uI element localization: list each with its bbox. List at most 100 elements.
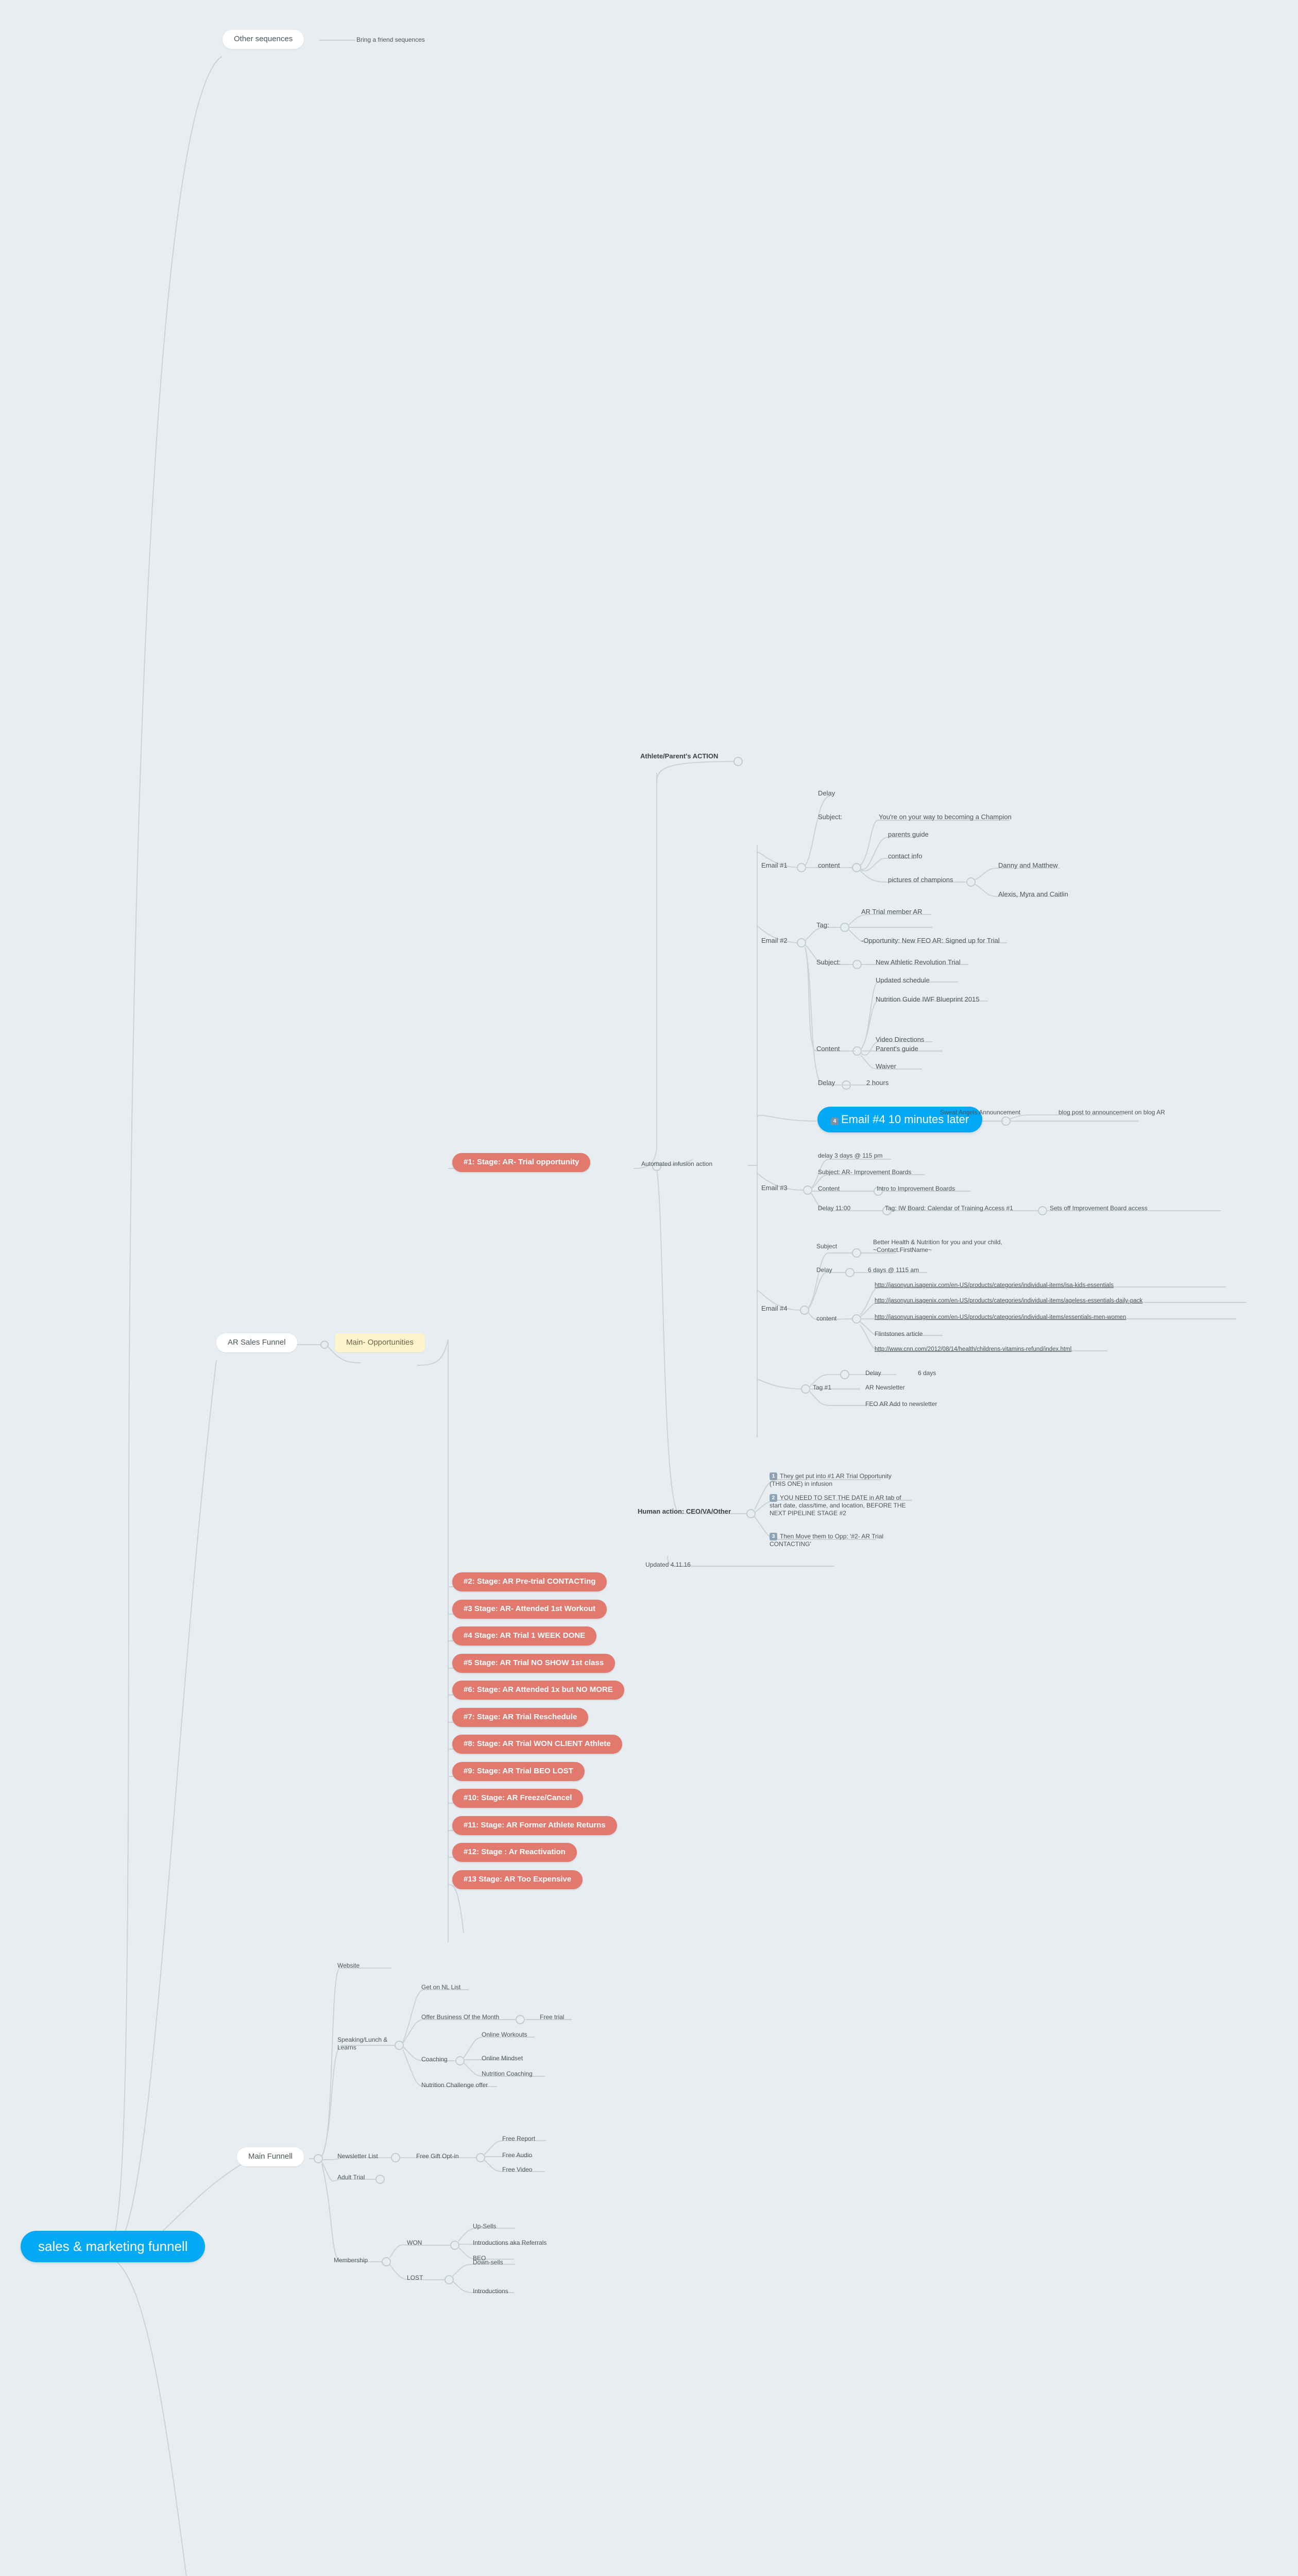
node-main-opportunities[interactable]: Main- Opportunities bbox=[335, 1333, 425, 1352]
node-email-4[interactable]: Email #4 bbox=[761, 1304, 788, 1312]
node-email4-subject-label[interactable]: Subject bbox=[816, 1243, 838, 1250]
node-email4-subject-value[interactable]: Better Health & Nutrition for you and yo… bbox=[873, 1239, 1002, 1253]
node-email2-subject-value[interactable]: New Athletic Revolution Trial bbox=[876, 958, 961, 966]
node-blog-post-announcement[interactable]: blog post to announcement on blog AR bbox=[1058, 1109, 1165, 1116]
stage-node-5[interactable]: #5 Stage: AR Trial NO SHOW 1st class bbox=[452, 1654, 616, 1673]
stage-node-2[interactable]: #2: Stage: AR Pre-trial CONTACTing bbox=[452, 1572, 607, 1591]
node-down-sells[interactable]: Down-sells bbox=[473, 2259, 503, 2266]
node-human-action[interactable]: Human action: CEO/VA/Other bbox=[638, 1507, 731, 1515]
node-email1-content-label[interactable]: content bbox=[818, 861, 840, 869]
node-champion-names-2[interactable]: Alexis, Myra and Caitlin bbox=[998, 890, 1068, 898]
node-champion-names-1[interactable]: Danny and Matthew bbox=[998, 861, 1058, 869]
node-email2-content-label[interactable]: Content bbox=[816, 1045, 840, 1053]
node-email2-tag-1[interactable]: AR Trial member AR bbox=[861, 908, 923, 916]
node-offer-business-of-the-month[interactable]: Offer Business Of the Month bbox=[421, 2013, 500, 2021]
node-email-1[interactable]: Email #1 bbox=[761, 861, 788, 869]
node-online-mindset[interactable]: Online Mindset bbox=[482, 2055, 523, 2062]
stage-node-1[interactable]: #1: Stage: AR- Trial opportunity bbox=[452, 1153, 591, 1172]
node-main-funnel[interactable]: Main Funnell bbox=[237, 2147, 304, 2166]
stage-node-8[interactable]: #8: Stage: AR Trial WON CLIENT Athlete bbox=[452, 1735, 622, 1754]
node-email2-content-2[interactable]: Nutrition Guide IWF Blueprint 2015 bbox=[876, 995, 980, 1003]
node-tag1-delay-value[interactable]: 6 days bbox=[918, 1369, 936, 1377]
node-ar-sales-funnel[interactable]: AR Sales Funnel bbox=[216, 1333, 297, 1352]
stage-node-13[interactable]: #13 Stage: AR Too Expensive bbox=[452, 1870, 583, 1889]
node-website[interactable]: Website bbox=[337, 1962, 360, 1969]
node-introductions[interactable]: Introductions bbox=[473, 2287, 508, 2295]
node-beo[interactable]: BEO bbox=[473, 2255, 486, 2262]
node-get-on-nl-list[interactable]: Get on NL List bbox=[421, 1984, 461, 1991]
node-tag-1[interactable]: Tag #1 bbox=[813, 1384, 832, 1391]
node-other-sequences[interactable]: Other sequences bbox=[223, 30, 304, 49]
node-email2-content-1[interactable]: Updated schedule bbox=[876, 976, 930, 984]
node-email1-delay-label[interactable]: Delay bbox=[818, 789, 835, 797]
node-won[interactable]: WON bbox=[407, 2239, 422, 2246]
node-membership[interactable]: Membership bbox=[334, 2257, 368, 2264]
node-email-2[interactable]: Email #2 bbox=[761, 937, 788, 944]
node-free-trial[interactable]: Free trial bbox=[540, 2013, 565, 2021]
node-email2-content-5[interactable]: Waiver bbox=[876, 1062, 896, 1070]
stage-node-10[interactable]: #10: Stage: AR Freeze/Cancel bbox=[452, 1789, 584, 1808]
node-root[interactable]: sales & marketing funnell bbox=[21, 2231, 206, 2262]
node-email2-tag-2[interactable]: -Opportunity: New FEO AR: Signed up for … bbox=[861, 937, 1000, 944]
node-tag1-delay-label[interactable]: Delay bbox=[865, 1369, 881, 1377]
node-email1-content-2[interactable]: contact info bbox=[888, 852, 923, 860]
node-sweat-angels-announcement[interactable]: Sweat Angels Announcement bbox=[940, 1109, 1021, 1116]
node-email2-subject-label[interactable]: Subject: bbox=[816, 958, 841, 966]
node-email2-content-4[interactable]: Video Directions bbox=[876, 1036, 925, 1043]
node-email4-delay-label[interactable]: Delay bbox=[816, 1266, 832, 1274]
node-free-report[interactable]: Free Report bbox=[502, 2135, 536, 2142]
node-email1-subject-label[interactable]: Subject: bbox=[818, 813, 842, 821]
node-speaking-lunch-learns[interactable]: Speaking/Lunch & Learns bbox=[337, 2036, 388, 2051]
node-lost[interactable]: LOST bbox=[407, 2274, 423, 2281]
node-email1-content-3[interactable]: pictures of champions bbox=[888, 876, 953, 884]
node-email3-content-label[interactable]: Content bbox=[818, 1185, 840, 1192]
stage-node-7[interactable]: #7: Stage: AR Trial Reschedule bbox=[452, 1708, 589, 1727]
stage-node-9[interactable]: #9: Stage: AR Trial BEO LOST bbox=[452, 1762, 585, 1781]
node-email4-content-label[interactable]: content bbox=[816, 1315, 837, 1322]
node-email2-delay-value[interactable]: 2 hours bbox=[866, 1079, 889, 1087]
node-email2-content-3[interactable]: Parent's guide bbox=[876, 1045, 918, 1053]
node-online-workouts[interactable]: Online Workouts bbox=[482, 2031, 527, 2038]
node-automated-infusion-action[interactable]: Automated infusion action bbox=[641, 1160, 713, 1167]
node-tag1-feo-newsletter[interactable]: FEO AR Add to newsletter bbox=[865, 1400, 937, 1408]
node-email4-link-1[interactable]: http://jasonyun.isagenix.com/en-US/produ… bbox=[875, 1282, 1114, 1289]
node-email3-delay-top[interactable]: delay 3 days @ 115 pm bbox=[818, 1152, 883, 1159]
node-email-3[interactable]: Email #3 bbox=[761, 1184, 788, 1192]
node-free-video[interactable]: Free Video bbox=[502, 2166, 533, 2173]
node-athlete-parent-action[interactable]: Athlete/Parent's ACTION bbox=[640, 752, 719, 760]
node-bring-a-friend[interactable]: Bring a friend sequences bbox=[356, 36, 425, 43]
node-newsletter-list[interactable]: Newsletter List bbox=[337, 2153, 378, 2160]
node-email2-delay-label[interactable]: Delay bbox=[818, 1079, 835, 1087]
node-nutrition-challenge-offer[interactable]: Nutrition Challenge offer bbox=[421, 2081, 488, 2089]
node-email1-subject-value[interactable]: You're on your way to becoming a Champio… bbox=[879, 813, 1012, 821]
node-email1-content-1[interactable]: parents guide bbox=[888, 831, 929, 838]
node-nutrition-coaching[interactable]: Nutrition Coaching bbox=[482, 2070, 533, 2077]
node-introductions-referrals[interactable]: Introductions aka Referrals bbox=[473, 2239, 547, 2246]
node-email4-link-4[interactable]: http://www.cnn.com/2012/08/14/health/chi… bbox=[875, 1346, 1072, 1352]
node-coaching[interactable]: Coaching bbox=[421, 2056, 448, 2063]
node-email4-link-2[interactable]: http://jasonyun.isagenix.com/en-US/produ… bbox=[875, 1298, 1143, 1304]
stage-node-6[interactable]: #6: Stage: AR Attended 1x but NO MORE bbox=[452, 1681, 624, 1700]
node-email4-delay-value[interactable]: 6 days @ 1115 am bbox=[868, 1266, 919, 1274]
node-up-sells[interactable]: Up-Sells bbox=[473, 2223, 497, 2230]
node-email4-link-3[interactable]: http://jasonyun.isagenix.com/en-US/produ… bbox=[875, 1314, 1126, 1320]
node-free-audio[interactable]: Free Audio bbox=[502, 2151, 533, 2159]
node-email3-content-value[interactable]: Intro to Improvement Boards bbox=[877, 1185, 955, 1192]
node-email3-sets-off[interactable]: Sets off Improvement Board access bbox=[1050, 1205, 1148, 1212]
node-email3-tag-value[interactable]: Tag: IW Board: Calendar of Training Acce… bbox=[885, 1205, 1013, 1212]
stage-node-12[interactable]: #12: Stage : Ar Reactivation bbox=[452, 1843, 577, 1862]
stage-node-4[interactable]: #4 Stage: AR Trial 1 WEEK DONE bbox=[452, 1626, 597, 1646]
node-email3-delay-label[interactable]: Delay 11:00 bbox=[818, 1205, 851, 1212]
node-email2-tag-label[interactable]: Tag: bbox=[816, 921, 829, 929]
node-email3-subject[interactable]: Subject: AR- Improvement Boards bbox=[818, 1168, 912, 1176]
node-adult-trial[interactable]: Adult Trial bbox=[337, 2174, 365, 2181]
node-free-gift-opt-in[interactable]: Free Gift Opt-in bbox=[416, 2153, 459, 2160]
stage-node-3[interactable]: #3 Stage: AR- Attended 1st Workout bbox=[452, 1600, 607, 1619]
node-tag1-newsletter[interactable]: AR Newsletter bbox=[865, 1384, 905, 1391]
node-email4-flintstones[interactable]: Flintstones article bbox=[875, 1330, 923, 1337]
stage-node-11[interactable]: #11: Stage: AR Former Athlete Returns bbox=[452, 1816, 617, 1835]
